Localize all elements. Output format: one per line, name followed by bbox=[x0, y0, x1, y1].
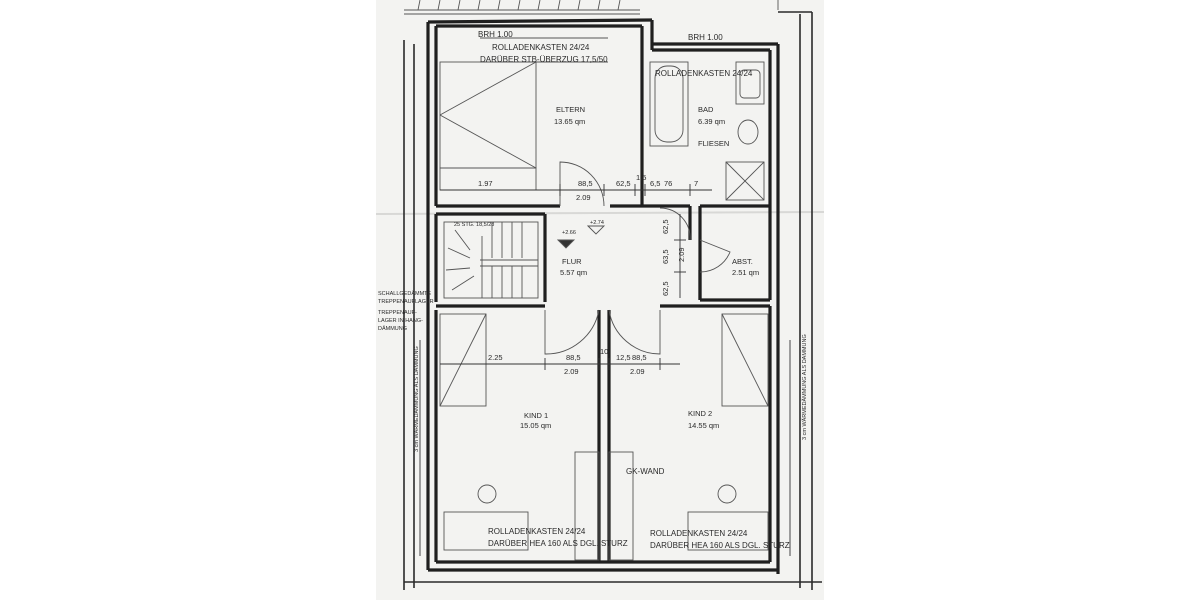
dim-62-5-a: 62,5 bbox=[616, 179, 631, 188]
outer-shell bbox=[403, 11, 822, 590]
dim-12-5: 12,5 bbox=[616, 353, 631, 362]
gk-wand-label: GK-WAND bbox=[626, 467, 665, 476]
margin-note-3: TREPPENAUF- bbox=[378, 310, 417, 316]
top-railing bbox=[404, 0, 779, 15]
side-note-right: 3 cm WÄRMEDÄMMUNG ALS DAMMUNG bbox=[801, 334, 808, 440]
room-kind1-area: 15.05 qm bbox=[520, 421, 551, 430]
brh-right: BRH 1.00 bbox=[688, 33, 723, 42]
level-label-2: +2.74 bbox=[590, 220, 604, 226]
room-eltern-name: ELTERN bbox=[556, 105, 585, 114]
level-markers bbox=[556, 225, 606, 249]
dim-1-97: 1.97 bbox=[478, 179, 493, 188]
room-abst-name: ABST. bbox=[732, 257, 753, 266]
margin-note-5: DÄMMUNG bbox=[378, 325, 407, 332]
side-note-left: 3 cm WÄRMEDÄMMUNG ALS DAMMUNG bbox=[413, 346, 420, 452]
room-kind2-name: KIND 2 bbox=[688, 409, 712, 418]
darueber-eltern: DARÜBER STB-ÜBERZUG 17,5/50 bbox=[480, 55, 608, 64]
main-walls bbox=[426, 18, 780, 574]
dimension-lines bbox=[419, 184, 791, 556]
bad-fixtures bbox=[649, 61, 765, 201]
stair bbox=[443, 221, 539, 299]
dim-2-09-c: 2.09 bbox=[630, 367, 645, 376]
dim-88-5-a: 88,5 bbox=[578, 179, 593, 188]
room-bad-name: BAD bbox=[698, 105, 714, 114]
room-bad-extra: FLIESEN bbox=[698, 139, 729, 148]
dim-88-5-b: 88,5 bbox=[566, 353, 581, 362]
doors bbox=[544, 161, 731, 355]
stair-label: 25 STG. 18,5/28 bbox=[454, 222, 494, 228]
dim-88-5-c: 88,5 bbox=[632, 353, 647, 362]
dim-10: 10 bbox=[600, 347, 608, 356]
room-flur-area: 5.57 qm bbox=[560, 268, 587, 277]
margin-note-2: TREPPENAUFLAGER bbox=[378, 299, 434, 305]
level-label-1: +2.66 bbox=[562, 230, 576, 236]
room-eltern-area: 13.65 qm bbox=[554, 117, 585, 126]
room-bad-area: 6.39 qm bbox=[698, 117, 725, 126]
room-kind1-name: KIND 1 bbox=[524, 411, 548, 420]
dim-1-5: 1,5 bbox=[636, 173, 646, 182]
rolladen-kind2: ROLLADENKASTEN 24/24 bbox=[650, 529, 748, 538]
brh-left: BRH 1.00 bbox=[478, 30, 513, 39]
dim-76: 76 bbox=[664, 179, 672, 188]
margin-note-1: SCHALLGEDÄMMTE bbox=[378, 290, 432, 297]
dim-2-09-a: 2.09 bbox=[576, 193, 591, 202]
dim-2-25: 2.25 bbox=[488, 353, 503, 362]
room-flur-name: FLUR bbox=[562, 257, 582, 266]
darueber-kind1: DARÜBER HEA 160 ALS DGL. STURZ bbox=[488, 539, 628, 548]
rolladen-kind1: ROLLADENKASTEN 24/24 bbox=[488, 527, 586, 536]
room-kind2-area: 14.55 qm bbox=[688, 421, 719, 430]
room-abst-area: 2.51 qm bbox=[732, 268, 759, 277]
dim-2-09-b: 2.09 bbox=[564, 367, 579, 376]
dim-7: 7 bbox=[694, 179, 698, 188]
dim-62-5-b: 62,5 bbox=[661, 219, 670, 234]
dim-62-5-c: 62,5 bbox=[661, 281, 670, 296]
rolladen-bad: ROLLADENKASTEN 24/24 bbox=[655, 69, 753, 78]
darueber-kind2: DARÜBER HEA 160 ALS DGL. STURZ bbox=[650, 541, 790, 550]
dim-2-09-v: 2.09 bbox=[677, 247, 686, 262]
rolladen-eltern: ROLLADENKASTEN 24/24 bbox=[492, 43, 590, 52]
dim-6-5: 6,5 bbox=[650, 179, 660, 188]
kind-furniture bbox=[439, 313, 769, 561]
eltern-bed bbox=[439, 37, 608, 191]
margin-note-4: LAGER IN HANG- bbox=[378, 318, 423, 324]
dim-63-5: 63,5 bbox=[661, 249, 670, 264]
